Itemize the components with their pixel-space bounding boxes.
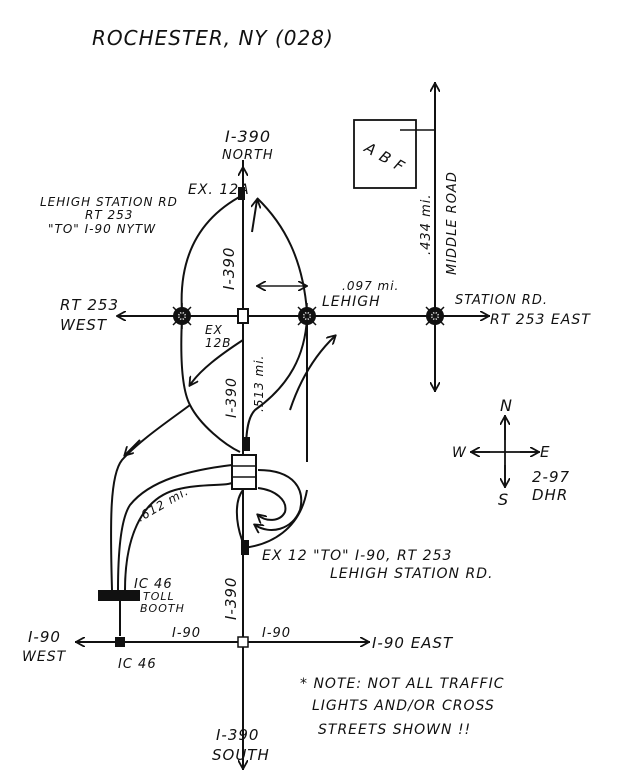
toll-plaza [231,454,257,490]
ex12-marker [241,540,249,555]
i90-mid-right-label: I-90 [262,626,291,641]
middle-road-label: MIDDLE ROAD [445,171,460,275]
ex12b-exit-marker [244,437,250,451]
ramp-north-arrow [252,200,257,233]
ramp-to-toll-west [110,404,191,591]
ic46-top-label: IC 46 [134,577,173,592]
i390-north-label: I-390 [225,127,271,146]
i390-south-label: I-390 [216,726,259,744]
ramp-south-ex12 [242,489,308,549]
ramp-from-toll [124,479,237,591]
i90-east-label: I-90 EAST [372,634,454,652]
rt253-west-label: WEST [60,316,108,334]
ex12b-label: 12B [205,336,232,350]
ramp-toll-arrow [125,439,141,455]
compass-e: E [540,443,550,461]
ex12b-label: EX [205,323,223,337]
dist-612-label: .612 mi. [135,484,192,525]
sign-box [353,119,417,189]
i90-west-label: I-90 [28,628,61,646]
ramp-to-toll-inner [117,464,233,591]
toll-booth-label: BOOTH [140,602,185,615]
ramp-east-loop [245,317,308,451]
i390-south-label: SOUTH [212,746,270,764]
ramp-ex12a-west [180,194,244,313]
note-line: LIGHTS AND/OR CROSS [312,698,495,714]
ex12b-marker [237,308,249,324]
ramp-west-loop [180,317,241,453]
traffic-light-icon [169,303,195,329]
i390-label: I-390 [220,247,238,290]
note-line: * NOTE: NOT ALL TRAFFIC [300,676,505,692]
lehigh-rd-label: LEHIGH STATION RD [40,195,178,209]
compass-rose [470,415,540,488]
ex12a-label: EX. 12A [188,182,250,198]
ic46-junction [115,637,125,647]
i90-mid-left-label: I-90 [172,626,201,641]
ramp-east-up [289,336,335,411]
map-author: DHR [532,486,568,504]
station-rd-label: STATION RD. [455,293,548,308]
i390-north-label: NORTH [222,148,274,163]
dist-097-label: .097 mi. [342,279,399,293]
lehigh-rd-label: RT 253 [85,208,133,222]
ramp-south-loop-3 [258,487,287,520]
dist-434-label: .434 mi. [419,194,434,256]
traffic-light-icon [422,303,448,329]
compass-n: N [500,396,513,415]
map-title: ROCHESTER, NY (028) [92,26,334,50]
ic46-bottom-label: IC 46 [118,657,157,672]
toll-booth-label: TOLL [143,590,175,603]
ramp-south-loop-1 [235,489,244,541]
ramp-ex12a-east [256,197,308,313]
compass-w: W [452,445,467,461]
lehigh-label: LEHIGH [322,294,381,310]
rt253-east-label: RT 253 EAST [490,312,591,328]
lehigh-rd-label: "TO" I-90 NYTW [48,222,156,236]
map-date: 2-97 [532,468,570,486]
i90-i390-junction [237,636,249,648]
traffic-light-icon [294,303,320,329]
sign-letters: A B F [361,138,409,176]
ex12a-marker [238,187,245,200]
ramp-ex12b [190,339,244,385]
compass-s: S [498,490,509,509]
i90-west-label: WEST [22,649,67,665]
i390-label: I-390 [222,577,240,620]
dist-513-label: .513 mi. [252,355,266,412]
note-line: STREETS SHOWN !! [318,722,471,738]
ex12-label: EX 12 "TO" I-90, RT 253 [262,548,452,564]
i390-label: I-390 [224,377,240,418]
ic46-toll-booth [98,590,140,601]
ex12-label: LEHIGH STATION RD. [330,566,493,582]
rt253-west-label: RT 253 [60,296,119,314]
